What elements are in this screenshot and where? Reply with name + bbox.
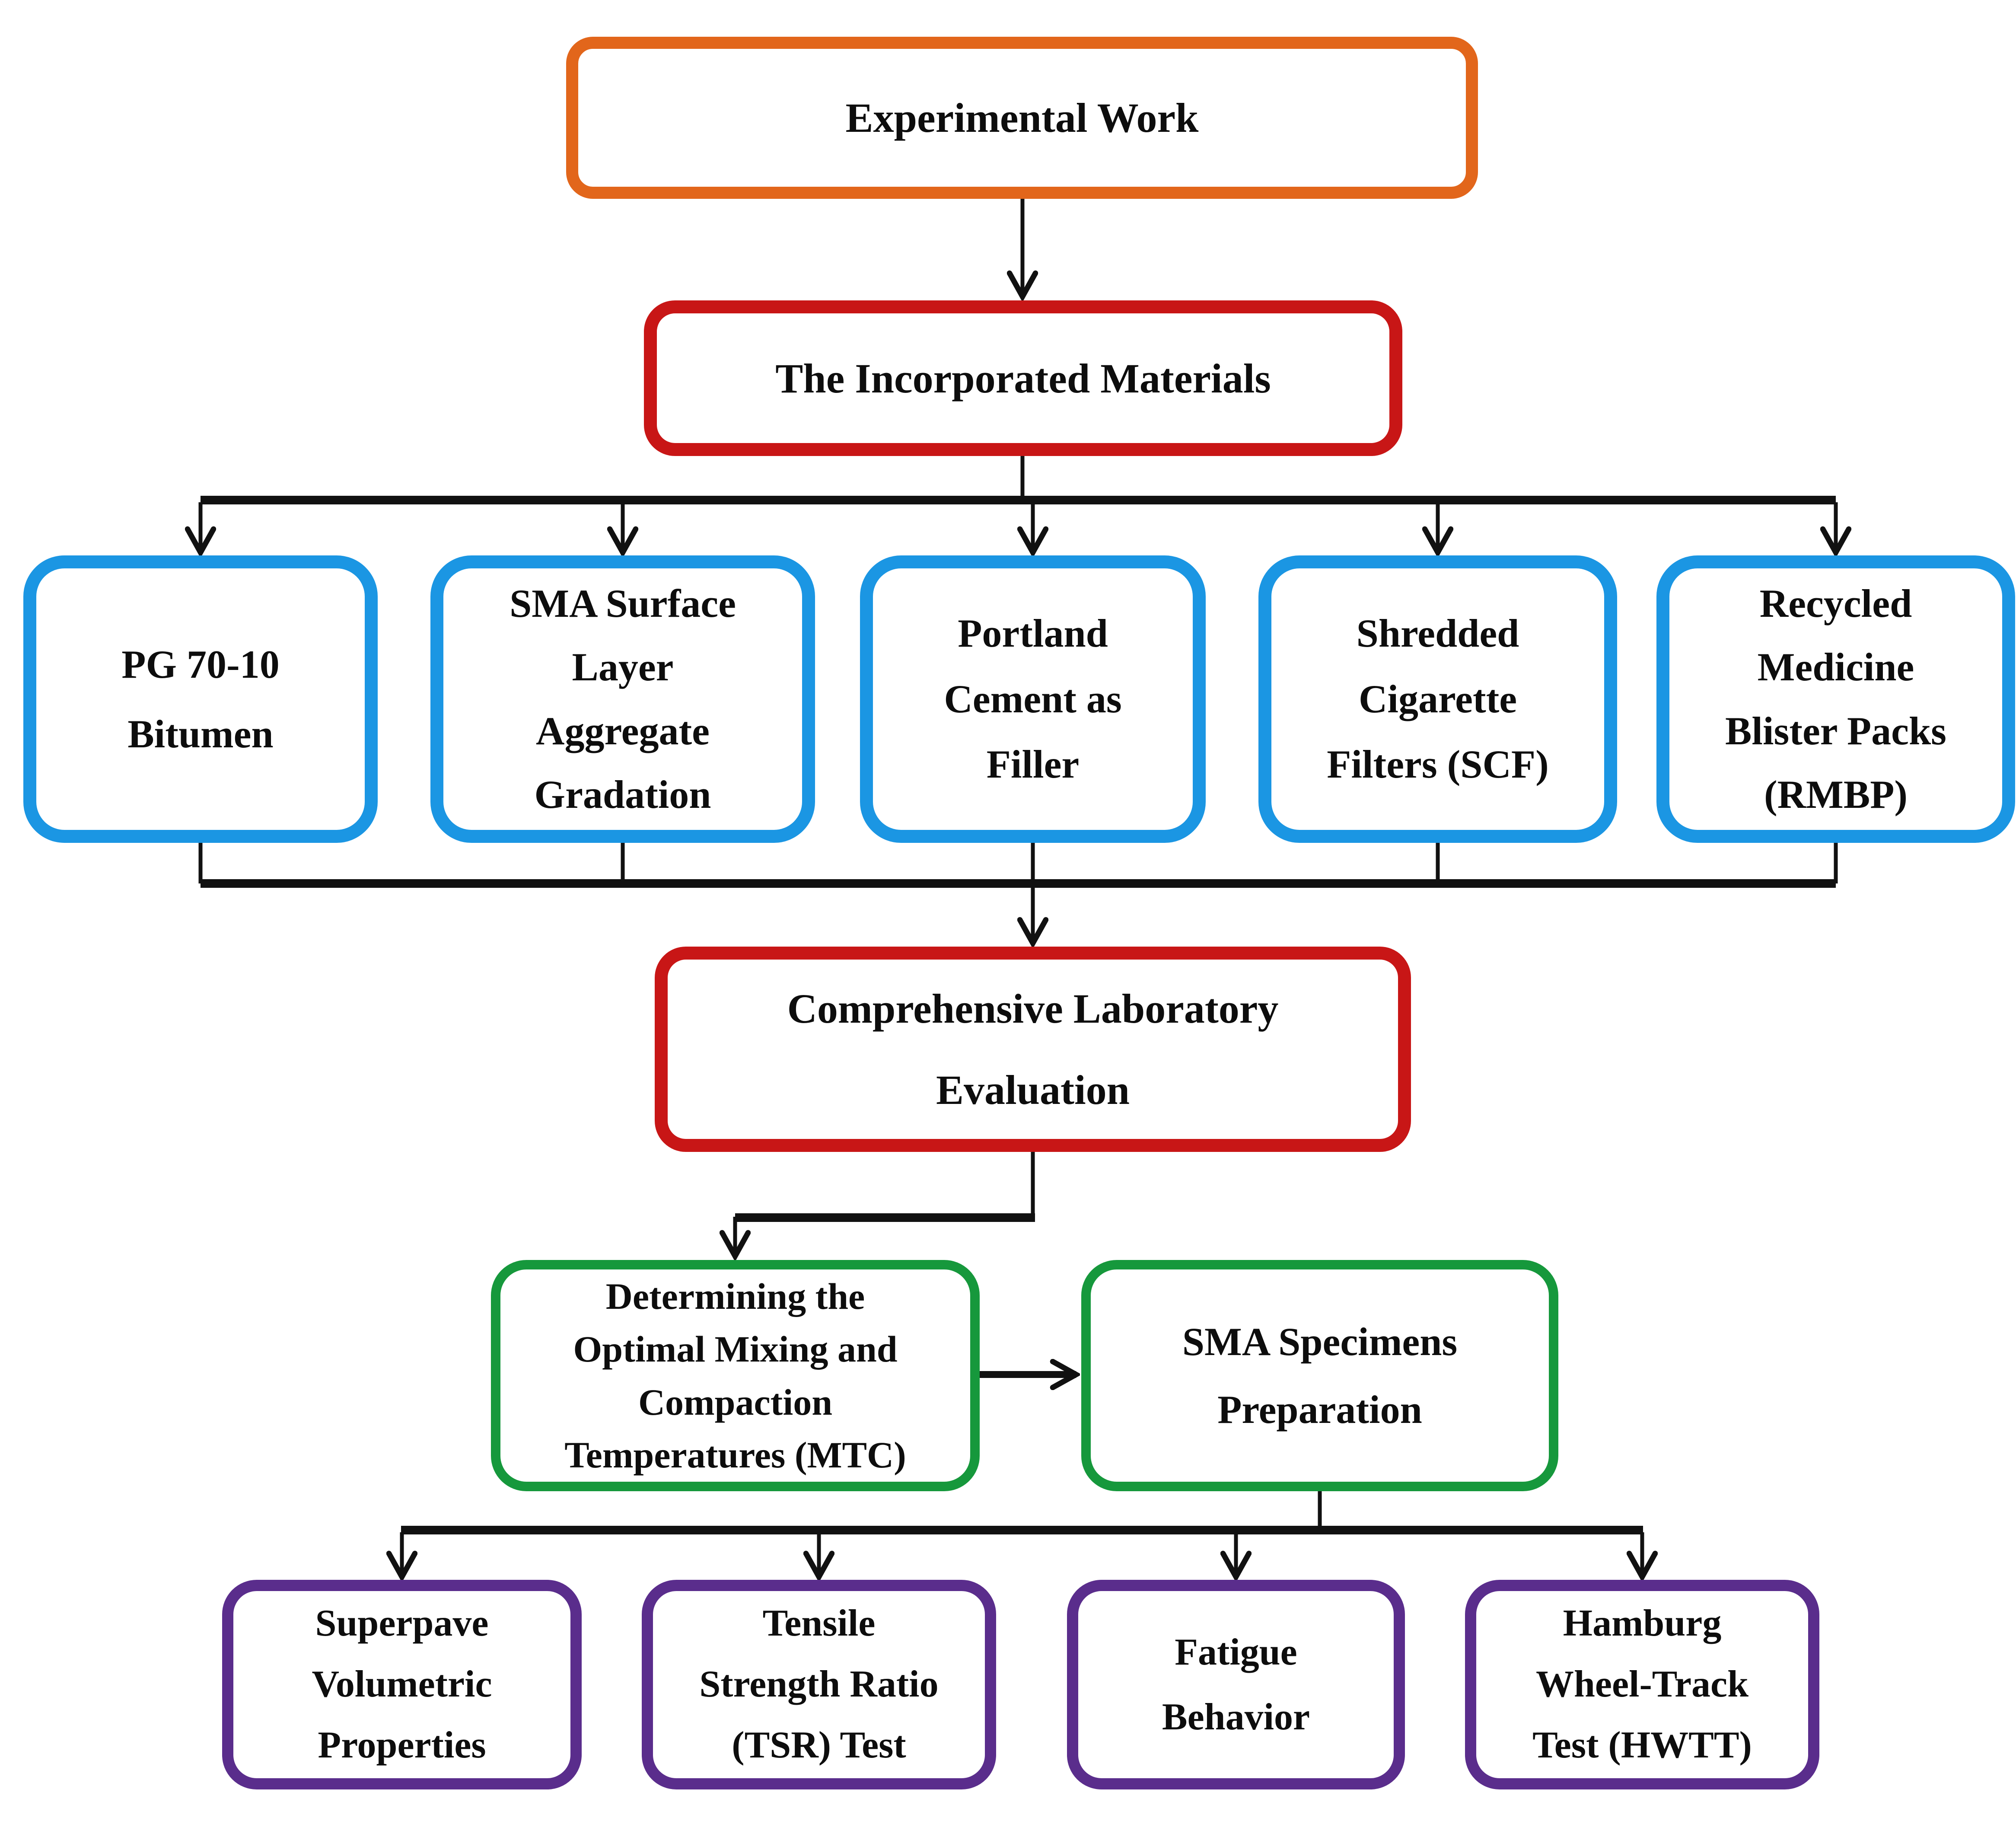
node-shredded-cigarette-filters-label: Shredded Cigarette Filters (SCF) — [1327, 611, 1549, 787]
node-experimental-work-label: Experimental Work — [845, 95, 1199, 141]
node-recycled-blister-packs: Recycled Medicine Blister Packs (RMBP) — [1656, 555, 2015, 843]
node-recycled-blister-packs-label: Recycled Medicine Blister Packs (RMBP) — [1725, 581, 1946, 816]
node-sma-aggregate-gradation-label: SMA Surface Layer Aggregate Gradation — [510, 581, 736, 816]
node-sma-specimens-preparation-label: SMA Specimens Preparation — [1182, 1320, 1458, 1432]
node-fatigue-behavior: Fatigue Behavior — [1067, 1580, 1405, 1789]
node-tsr-test-label: Tensile Strength Ratio (TSR) Test — [699, 1602, 939, 1766]
node-sma-aggregate-gradation: SMA Surface Layer Aggregate Gradation — [430, 555, 815, 843]
node-experimental-work: Experimental Work — [566, 37, 1478, 199]
node-pg-70-10-bitumen: PG 70-10 Bitumen — [23, 555, 378, 843]
node-pg-70-10-bitumen-label: PG 70-10 Bitumen — [121, 642, 280, 756]
node-superpave-volumetric: Superpave Volumetric Properties — [222, 1580, 582, 1789]
node-hwtt-test-label: Hamburg Wheel-Track Test (HWTT) — [1532, 1602, 1752, 1766]
node-comprehensive-lab-evaluation: Comprehensive Laboratory Evaluation — [655, 947, 1411, 1152]
node-hwtt-test: Hamburg Wheel-Track Test (HWTT) — [1465, 1580, 1819, 1789]
node-determining-mtc-label: Determining the Optimal Mixing and Compa… — [564, 1276, 906, 1476]
node-sma-specimens-preparation: SMA Specimens Preparation — [1081, 1260, 1558, 1491]
node-portland-cement-filler: Portland Cement as Filler — [860, 555, 1206, 843]
node-incorporated-materials-label: The Incorporated Materials — [775, 355, 1271, 402]
node-superpave-volumetric-label: Superpave Volumetric Properties — [312, 1602, 492, 1766]
node-fatigue-behavior-label: Fatigue Behavior — [1162, 1631, 1310, 1738]
node-shredded-cigarette-filters: Shredded Cigarette Filters (SCF) — [1258, 555, 1617, 843]
node-incorporated-materials: The Incorporated Materials — [644, 300, 1402, 456]
node-comprehensive-lab-evaluation-label: Comprehensive Laboratory Evaluation — [787, 985, 1279, 1113]
node-determining-mtc: Determining the Optimal Mixing and Compa… — [491, 1260, 980, 1491]
node-portland-cement-filler-label: Portland Cement as Filler — [944, 611, 1122, 787]
node-tsr-test: Tensile Strength Ratio (TSR) Test — [642, 1580, 996, 1789]
